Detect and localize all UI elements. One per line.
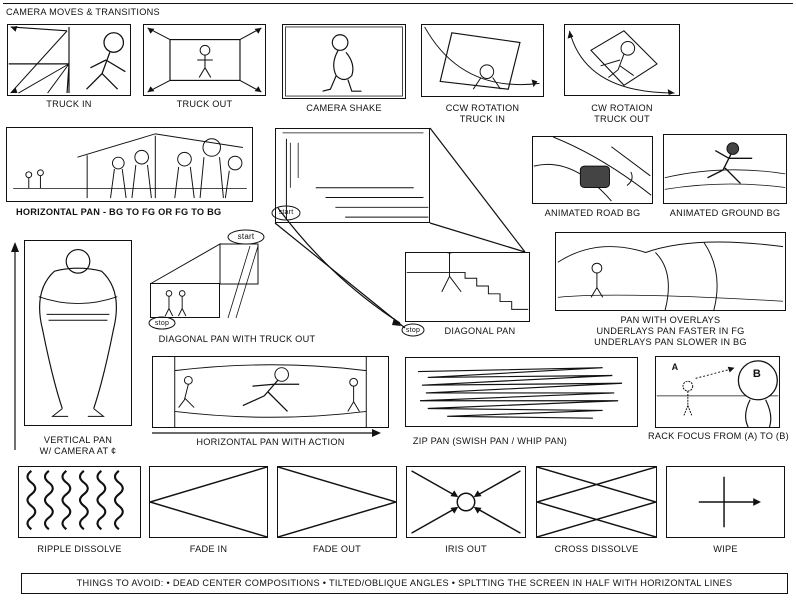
fade-out-sketch — [278, 467, 396, 537]
diagonal-pan-arrows — [274, 127, 526, 329]
animated-ground-panel — [663, 134, 787, 204]
truck-out-label: TRUCK OUT — [176, 99, 233, 109]
staircase-top-sketch — [282, 132, 429, 220]
iris-out-sketch — [411, 470, 521, 534]
wipe-label: WIPE — [713, 544, 738, 554]
things-to-avoid-box: THINGS TO AVOID: • DEAD CENTER COMPOSITI… — [21, 573, 788, 594]
rack-focus-label: RACK FOCUS FROM (A) TO (B) — [648, 431, 789, 441]
page-title: CAMERA MOVES & TRANSITIONS — [6, 7, 160, 17]
diagonal-pan-bottom-frame — [405, 252, 530, 322]
overlays-label-1: PAN WITH OVERLAYS — [620, 315, 721, 325]
pan-action-arrow — [152, 429, 381, 437]
vertical-pan-panel — [24, 240, 132, 426]
start-bubble-1 — [271, 205, 301, 221]
cross-dissolve-sketch — [537, 467, 656, 537]
ccw-rotation-sketch — [424, 26, 540, 90]
fade-out-panel — [277, 466, 397, 538]
pan-action-label: HORIZONTAL PAN WITH ACTION — [196, 437, 345, 447]
cw-rotation-label-1: CW ROTAION — [591, 103, 653, 113]
ccw-rotation-label-1: CCW ROTATION — [445, 103, 520, 113]
vertical-pan-sketch — [38, 248, 118, 417]
staircase-bottom-sketch — [406, 253, 529, 310]
diagonal-truck-figures — [164, 290, 187, 317]
start-label-2: start — [237, 232, 255, 241]
zip-pan-panel — [405, 357, 638, 427]
wipe-sketch — [698, 476, 761, 528]
pan-action-sketch — [174, 357, 367, 427]
pan-overlays-sketch — [557, 241, 784, 310]
ripple-dissolve-label: RIPPLE DISSOLVE — [37, 544, 122, 554]
rack-focus-sketch — [656, 360, 779, 427]
animated-road-panel — [532, 136, 653, 204]
vertical-pan-label-1: VERTICAL PAN — [43, 435, 113, 445]
camera-shake-panel — [282, 24, 406, 99]
truck-out-panel — [143, 24, 266, 96]
diagonal-pan-top-frame — [275, 128, 430, 223]
diagonal-pan-label: DIAGONAL PAN — [444, 326, 516, 336]
stop-bubble-1 — [401, 323, 425, 337]
horizontal-pan-sketch — [13, 133, 247, 199]
diagonal-truck-arrows — [149, 243, 259, 319]
start-label-1: start — [278, 209, 294, 216]
vertical-pan-label-2: W/ CAMERA AT ¢ — [39, 446, 117, 456]
fade-in-sketch — [150, 467, 267, 537]
pan-overlays-panel — [555, 232, 786, 311]
ccw-rotation-panel — [421, 24, 544, 97]
truck-in-panel — [7, 24, 131, 96]
start-bubble-2 — [227, 229, 265, 245]
ripple-dissolve-panel — [18, 466, 141, 538]
animated-ground-sketch — [664, 142, 786, 190]
overlays-label-2: UNDERLAYS PAN FASTER IN FG — [596, 326, 745, 336]
fade-out-label: FADE OUT — [313, 544, 361, 554]
stop-label-1: stop — [405, 327, 421, 334]
ripple-dissolve-sketch — [26, 470, 124, 531]
camera-shake-sketch — [285, 26, 403, 97]
animated-ground-label: ANIMATED GROUND BG — [669, 208, 781, 218]
animated-road-label: ANIMATED ROAD BG — [544, 208, 641, 218]
ccw-rotation-label-2: TRUCK IN — [459, 114, 506, 124]
camera-shake-label: CAMERA SHAKE — [306, 103, 382, 113]
diagonal-truck-label: DIAGONAL PAN WITH TRUCK OUT — [158, 334, 316, 344]
cw-rotation-label-2: TRUCK OUT — [594, 114, 650, 124]
zip-pan-label: ZIP PAN (SWISH PAN / WHIP PAN) — [412, 436, 568, 446]
overlays-label-3: UNDERLAYS PAN SLOWER IN BG — [594, 337, 747, 347]
iris-out-label: IRIS OUT — [445, 544, 487, 554]
stop-label-2: stop — [154, 320, 170, 327]
truck-in-sketch — [8, 25, 126, 94]
zip-pan-sketch — [418, 367, 623, 419]
horizontal-pan-panel — [6, 127, 253, 202]
rack-focus-panel — [655, 356, 780, 428]
horizontal-pan-label: HORIZONTAL PAN - BG TO FG OR FG TO BG — [16, 207, 222, 217]
focus-b-label: B — [752, 368, 762, 380]
truck-out-sketch — [147, 27, 262, 93]
fade-in-label: FADE IN — [189, 544, 228, 554]
vertical-pan-arrow — [11, 242, 19, 450]
truck-in-label: TRUCK IN — [46, 99, 92, 109]
animated-road-sketch — [533, 137, 652, 202]
focus-a-label: A — [671, 362, 679, 372]
wipe-panel — [666, 466, 785, 538]
stop-bubble-2 — [148, 316, 176, 330]
iris-out-panel — [406, 466, 526, 538]
cross-dissolve-label: CROSS DISSOLVE — [554, 544, 639, 554]
pan-action-panel — [152, 356, 389, 428]
cw-rotation-sketch — [567, 30, 675, 95]
diagonal-truck-small-frame — [150, 283, 220, 318]
cross-dissolve-panel — [536, 466, 657, 538]
cw-rotation-panel — [564, 24, 680, 96]
title-rule — [3, 3, 793, 4]
fade-in-panel — [149, 466, 268, 538]
